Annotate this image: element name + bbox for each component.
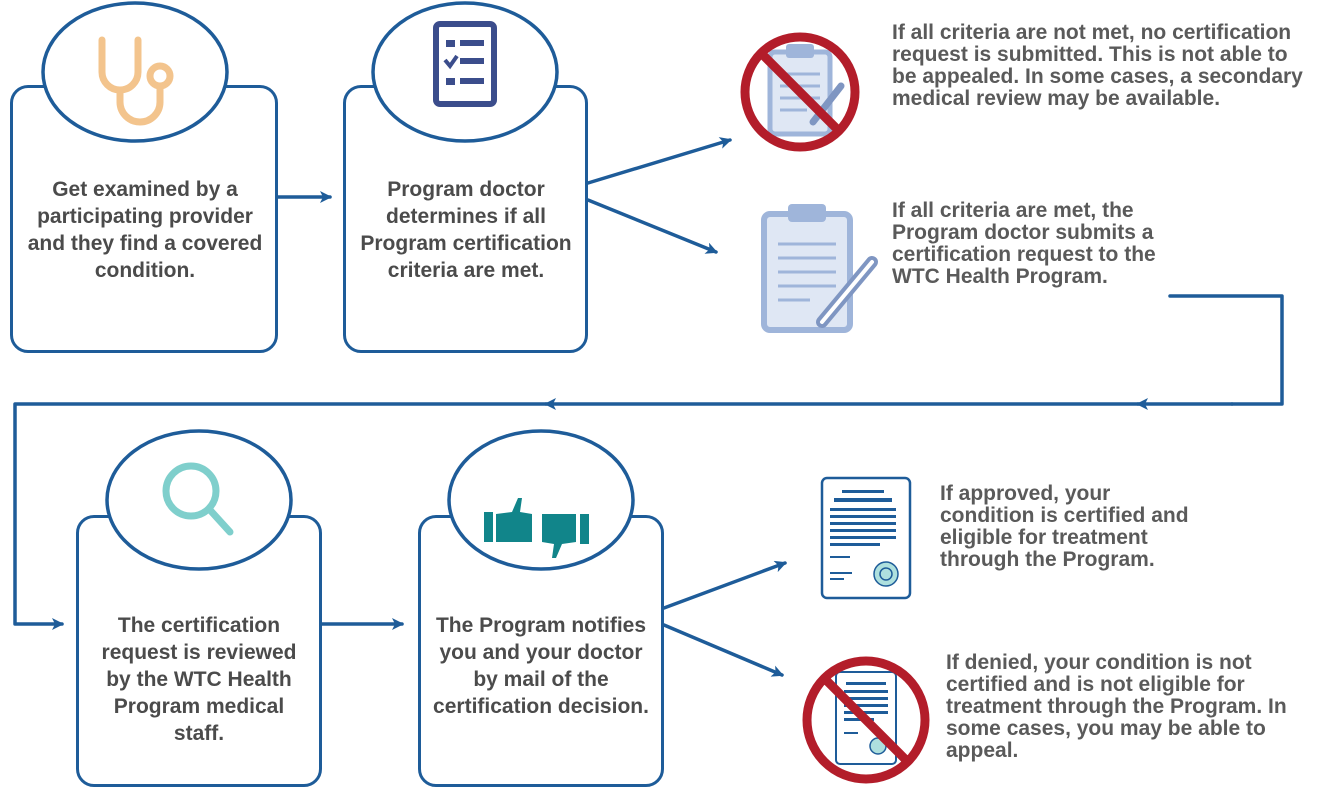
step-notify-icon-circle xyxy=(447,429,635,571)
connector-to-staff-review xyxy=(13,402,548,630)
magnifying-glass-icon xyxy=(162,462,234,536)
arrow-to-denied xyxy=(662,623,784,677)
outcome-denied-text: If denied, your condition is not certifi… xyxy=(946,651,1287,762)
step-notify-text: The Program notifies you and your doctor… xyxy=(433,614,649,718)
arrow-to-met xyxy=(586,198,718,254)
stethoscope-icon xyxy=(98,36,174,126)
step-doctor-icon-circle xyxy=(371,1,559,143)
step-exam-text: Get examined by a participating provider… xyxy=(27,178,263,282)
checklist-icon xyxy=(433,21,497,107)
step-staff-icon-circle xyxy=(105,429,293,571)
arrow-to-not-met xyxy=(586,137,732,185)
outcome-approved-text: If approved, your condition is certified… xyxy=(940,482,1189,571)
step-doctor-review-text: Program doctor determines if all Program… xyxy=(360,178,572,282)
outcome-criteria-not-met-text: If all criteria are not met, no certific… xyxy=(892,21,1303,110)
clipboard-prohibited-icon xyxy=(740,32,860,152)
step-exam-icon-circle xyxy=(41,1,229,143)
arrow-to-approved xyxy=(662,560,787,610)
outcome-criteria-met-text: If all criteria are met, the Program doc… xyxy=(892,199,1156,288)
connector-return-line xyxy=(1168,294,1284,406)
certificate-icon xyxy=(820,476,912,600)
clipboard-pencil-icon xyxy=(761,204,878,333)
thumbs-up-down-icon xyxy=(484,498,589,558)
step-staff-review-text: The certification request is reviewed by… xyxy=(101,614,297,745)
certificate-prohibited-icon xyxy=(802,656,930,784)
